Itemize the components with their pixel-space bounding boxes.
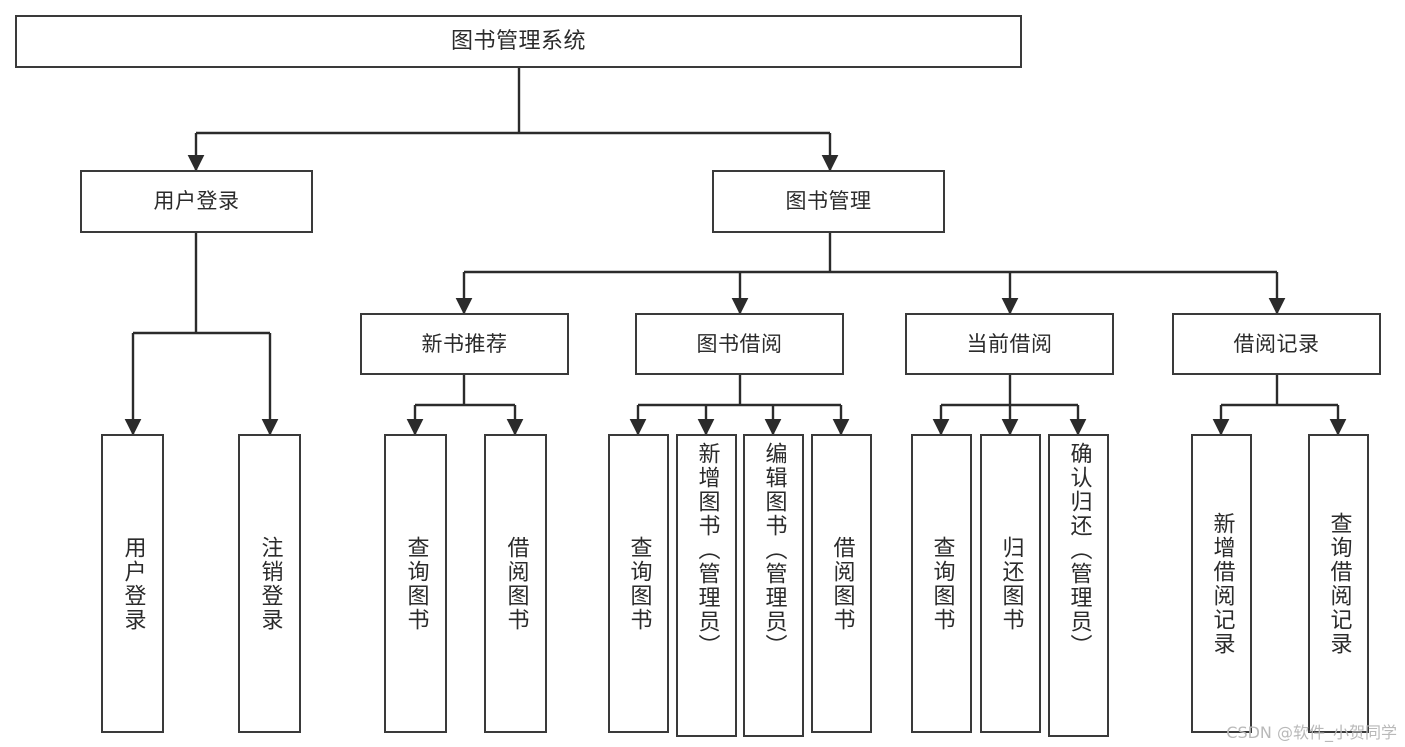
leaf-user-logout-label: 注销登录: [257, 535, 283, 632]
csdn-watermark: CSDN @软件_小贺同学: [1226, 723, 1397, 742]
node-root[interactable]: 图书管理系统: [15, 15, 1022, 68]
leaf-current-query-book-label: 查询图书: [929, 535, 955, 632]
node-borrow-record[interactable]: 借阅记录: [1172, 313, 1381, 375]
node-current-borrow[interactable]: 当前借阅: [905, 313, 1114, 375]
node-new-book-recommend-label: 新书推荐: [421, 331, 508, 356]
leaf-user-login-label: 用户登录: [120, 535, 146, 632]
leaf-borrow-add-book-label: 新增图书（管理员）: [694, 442, 720, 658]
leaf-borrow-query-book-label: 查询图书: [626, 535, 652, 632]
leaf-current-return-book-label: 归还图书: [998, 535, 1024, 632]
leaf-record-add[interactable]: 新增借阅记录: [1191, 434, 1252, 733]
leaf-borrow-edit-book-label: 编辑图书（管理员）: [761, 442, 787, 658]
node-new-book-recommend[interactable]: 新书推荐: [360, 313, 569, 375]
leaf-recommend-borrow-book-label: 借阅图书: [503, 535, 529, 632]
leaf-borrow-add-book[interactable]: 新增图书（管理员）: [676, 434, 737, 737]
node-user-login-label: 用户登录: [153, 189, 240, 214]
node-borrow-record-label: 借阅记录: [1233, 331, 1320, 356]
leaf-borrow-edit-book[interactable]: 编辑图书（管理员）: [743, 434, 804, 737]
leaf-borrow-borrow-book-label: 借阅图书: [829, 535, 855, 632]
leaf-current-confirm-return-label: 确认归还（管理员）: [1066, 442, 1092, 658]
node-book-management-label: 图书管理: [785, 189, 872, 214]
leaf-user-login[interactable]: 用户登录: [101, 434, 164, 733]
node-user-login[interactable]: 用户登录: [80, 170, 313, 233]
leaf-borrow-query-book[interactable]: 查询图书: [608, 434, 669, 733]
node-current-borrow-label: 当前借阅: [966, 331, 1053, 356]
leaf-record-add-label: 新增借阅记录: [1209, 511, 1235, 656]
leaf-record-query[interactable]: 查询借阅记录: [1308, 434, 1369, 733]
node-root-label: 图书管理系统: [450, 28, 586, 54]
leaf-recommend-query-book-label: 查询图书: [403, 535, 429, 632]
leaf-user-logout[interactable]: 注销登录: [238, 434, 301, 733]
node-book-borrow[interactable]: 图书借阅: [635, 313, 844, 375]
leaf-recommend-query-book[interactable]: 查询图书: [384, 434, 447, 733]
leaf-current-query-book[interactable]: 查询图书: [911, 434, 972, 733]
leaf-record-query-label: 查询借阅记录: [1326, 511, 1352, 656]
node-book-management[interactable]: 图书管理: [712, 170, 945, 233]
leaf-current-return-book[interactable]: 归还图书: [980, 434, 1041, 733]
node-book-borrow-label: 图书借阅: [696, 331, 783, 356]
leaf-recommend-borrow-book[interactable]: 借阅图书: [484, 434, 547, 733]
leaf-current-confirm-return[interactable]: 确认归还（管理员）: [1048, 434, 1109, 737]
leaf-borrow-borrow-book[interactable]: 借阅图书: [811, 434, 872, 733]
